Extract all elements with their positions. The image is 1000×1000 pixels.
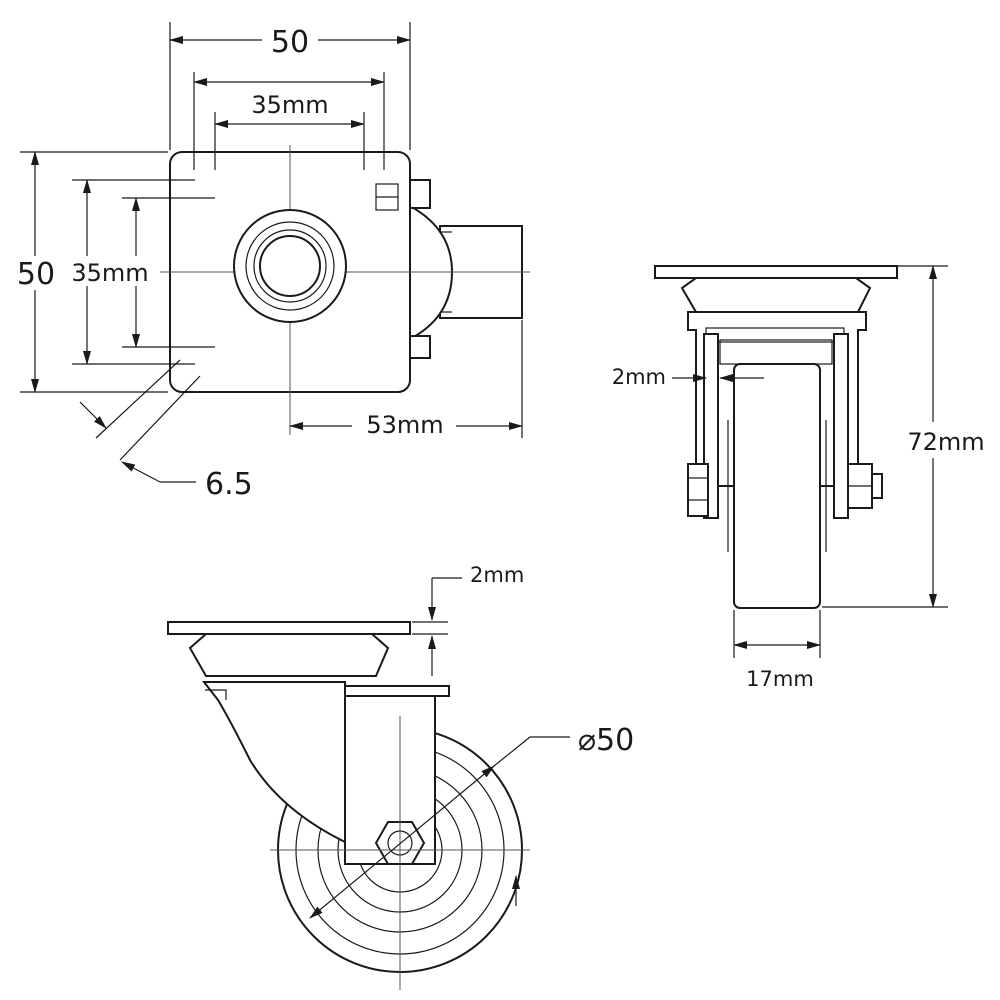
front-plate [654, 265, 898, 279]
dim-plate-thickness: 2mm [470, 563, 524, 587]
dim-line-wheel-diameter [309, 765, 495, 919]
dim-bracket-thickness: 2mm [612, 365, 666, 389]
side-plate [167, 621, 411, 635]
front-bearing-dome [680, 277, 872, 313]
dim-plate-height: 50 [17, 257, 55, 292]
bearing-middle-ring [245, 221, 335, 311]
dim-hole-spacing-y: 35mm [71, 259, 148, 287]
dim-line-slot-width [79, 401, 107, 429]
dim-plate-width: 50 [271, 25, 309, 60]
lock-block-bottom [407, 335, 431, 359]
dim-wheel-width: 17mm [746, 667, 814, 691]
side-top-brace [344, 685, 450, 697]
front-wheel [733, 363, 821, 609]
front-view: 2mm 72mm 17mm [612, 265, 992, 691]
dim-hole-spacing-x: 35mm [251, 91, 328, 119]
axle-nut-left [687, 463, 709, 517]
side-bearing-dome [188, 633, 390, 677]
fork-leg-right [833, 333, 849, 519]
side-swivel-arm [201, 681, 346, 844]
side-view: 2mm ⌀50 [167, 563, 634, 990]
bearing-bore [259, 235, 321, 297]
dim-slot-width: 6.5 [205, 467, 253, 502]
dim-swivel-offset: 53mm [366, 411, 443, 439]
lock-block-top [407, 179, 431, 209]
bearing-inner-ring [253, 229, 327, 303]
top-view: 50 35mm 50 35mm 53mm [17, 22, 530, 502]
dim-wheel-diameter: ⌀50 [578, 723, 634, 758]
dim-overall-height: 72mm [907, 428, 984, 456]
